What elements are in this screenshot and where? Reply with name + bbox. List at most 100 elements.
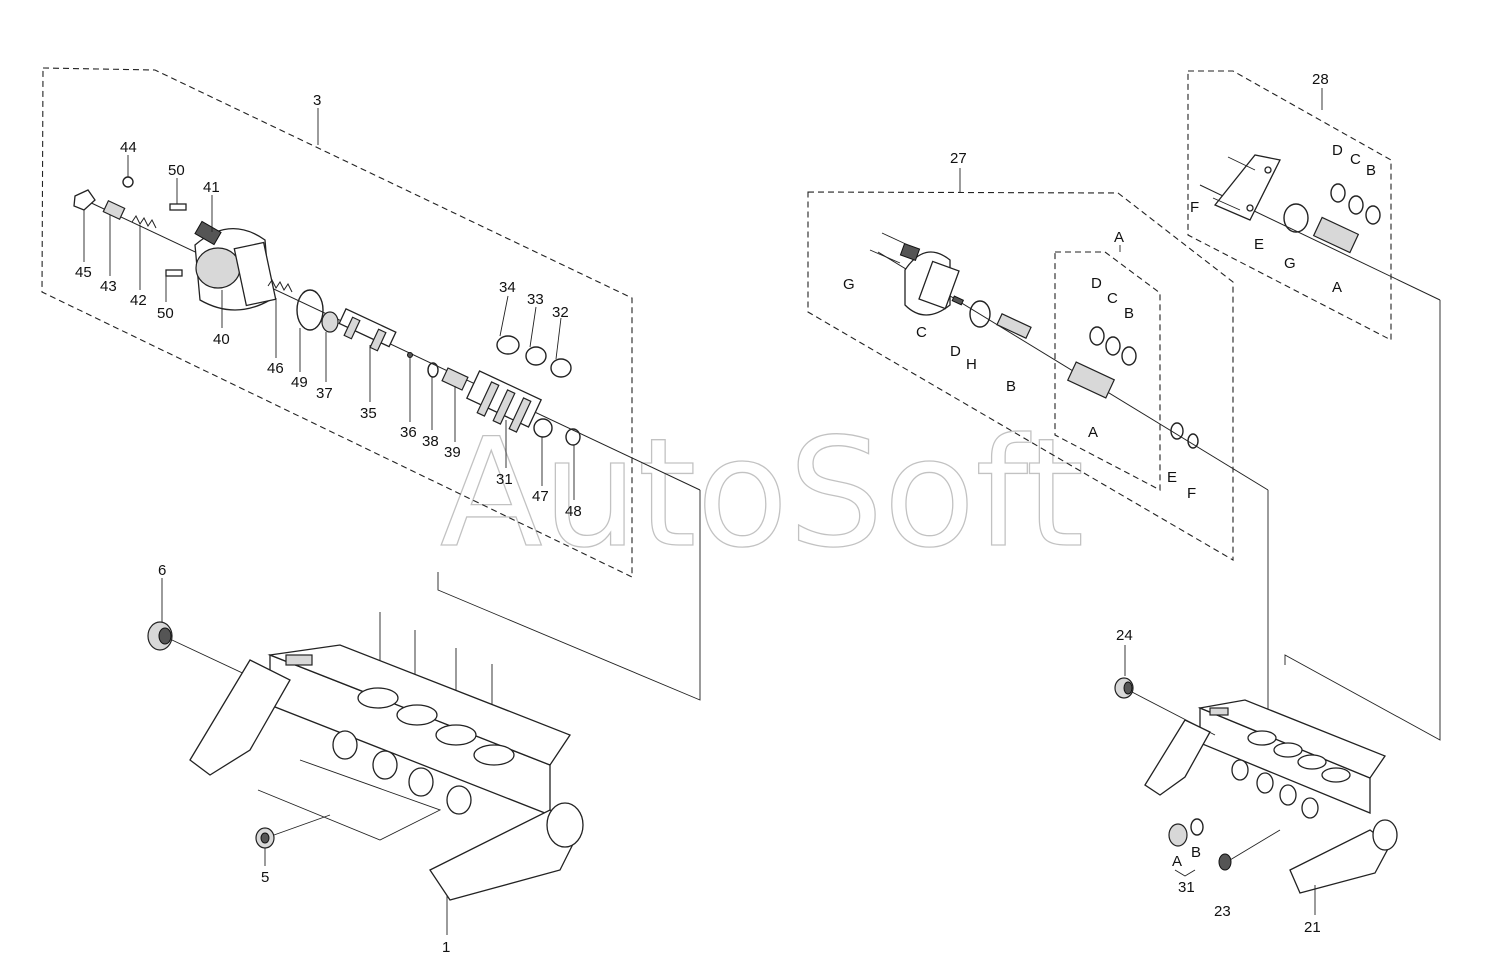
- bolt-50-top: [169, 203, 187, 211]
- ring-E-27: [1170, 422, 1184, 440]
- label-F-28: F: [1190, 199, 1199, 216]
- cartridge-A-28: [1312, 216, 1360, 254]
- plug-24: [1114, 677, 1134, 699]
- label-34: 34: [499, 279, 516, 296]
- label-44: 44: [120, 139, 137, 156]
- label-46: 46: [267, 360, 284, 377]
- ring-47: [533, 418, 553, 438]
- plunger-B-27: [996, 313, 1032, 339]
- o-ring-G-28: [1283, 203, 1309, 233]
- label-31: 31: [496, 471, 513, 488]
- plug-23: [1218, 853, 1232, 871]
- washer-37: [321, 311, 339, 333]
- label-F-27: F: [1187, 485, 1196, 502]
- fitting-43: [102, 199, 126, 221]
- label-28: 28: [1312, 71, 1329, 88]
- o-ring-H-27: [969, 300, 991, 328]
- pin-36: [407, 352, 413, 358]
- ring-F-27: [1187, 433, 1199, 449]
- label-3: 3: [313, 92, 321, 109]
- spring-46: [267, 279, 293, 293]
- label-C-27: C: [916, 324, 927, 341]
- label-32: 32: [552, 304, 569, 321]
- group-28-dashed-outline: [1187, 70, 1392, 341]
- label-A-28: A: [1332, 279, 1342, 296]
- plug-5: [255, 827, 275, 849]
- cap-nut-45: [73, 189, 96, 211]
- o-ring-32: [550, 358, 572, 378]
- ring-44: [122, 176, 134, 188]
- bolt-50-bottom: [165, 269, 183, 277]
- label-B-bot: B: [1191, 844, 1201, 861]
- leader-side-ports: [257, 759, 442, 841]
- label-38: 38: [422, 433, 439, 450]
- spool-35: [338, 308, 397, 352]
- label-31-right: 31: [1178, 879, 1195, 896]
- label-D-a: D: [1091, 275, 1102, 292]
- label-G-27: G: [843, 276, 855, 293]
- label-45: 45: [75, 264, 92, 281]
- spring-D-27: [951, 295, 965, 306]
- label-G-28: G: [1284, 255, 1296, 272]
- label-B-a: B: [1124, 305, 1134, 322]
- label-E-28: E: [1254, 236, 1264, 253]
- ring-B-31: [1190, 818, 1204, 836]
- leader-plug-23: [1229, 829, 1281, 861]
- bracket-31: [1174, 869, 1196, 877]
- label-43: 43: [100, 278, 117, 295]
- o-ring-C-28: [1348, 195, 1364, 215]
- cartridge-A-27: [1066, 361, 1116, 399]
- cover-plate-E-28: [1213, 154, 1281, 221]
- label-C-28: C: [1350, 151, 1361, 168]
- ring-38: [427, 362, 439, 378]
- leader-33: [529, 306, 537, 348]
- label-36: 36: [400, 424, 417, 441]
- housing-1: [189, 644, 584, 901]
- label-23: 23: [1214, 903, 1231, 920]
- o-ring-B-A: [1121, 346, 1137, 366]
- spring-42: [131, 215, 157, 229]
- o-ring-33: [525, 346, 547, 366]
- plug-6: [147, 621, 173, 651]
- label-24: 24: [1116, 627, 1133, 644]
- label-35: 35: [360, 405, 377, 422]
- label-B-27: B: [1006, 378, 1016, 395]
- plug-A-31: [1168, 823, 1188, 847]
- label-21: 21: [1304, 919, 1321, 936]
- label-C-a: C: [1107, 290, 1118, 307]
- leader-plug-5: [273, 814, 331, 836]
- label-39: 39: [444, 444, 461, 461]
- o-ring-C-A: [1105, 336, 1121, 356]
- o-ring-D-A: [1089, 326, 1105, 346]
- leader-body-to-group: [437, 490, 701, 701]
- solenoid-40: [194, 220, 277, 311]
- label-D-27: D: [950, 343, 961, 360]
- valve-body-31: [465, 370, 543, 433]
- label-A-top: A: [1114, 229, 1124, 246]
- label-48: 48: [565, 503, 582, 520]
- left-assembly: 3 44 50 41 45 43 42 50 40 46 49 37 35 36…: [41, 67, 701, 956]
- label-1: 1: [442, 939, 450, 956]
- right-assembly: 27 28 A G C D H B D C B A E F D C B F E …: [807, 70, 1441, 936]
- group-A-dashed-outline: [1054, 251, 1161, 491]
- o-ring-B-28: [1365, 205, 1381, 225]
- label-B-28: B: [1366, 162, 1376, 179]
- label-40: 40: [213, 331, 230, 348]
- label-49: 49: [291, 374, 308, 391]
- label-H-27: H: [966, 356, 977, 373]
- label-D-28: D: [1332, 142, 1343, 159]
- label-5: 5: [261, 869, 269, 886]
- o-ring-49: [296, 289, 324, 331]
- solenoid-C-27: [899, 242, 960, 316]
- bolt-F-28a: [1227, 156, 1256, 171]
- label-41: 41: [203, 179, 220, 196]
- leader-28-to-body: [1284, 300, 1441, 741]
- label-A-mid: A: [1088, 424, 1098, 441]
- label-50a: 50: [168, 162, 185, 179]
- bolt-G-27b: [869, 249, 901, 264]
- label-A-bot: A: [1172, 853, 1182, 870]
- group-3-dashed-outline: [41, 67, 633, 578]
- label-50b: 50: [157, 305, 174, 322]
- left-assembly-axis: [84, 199, 701, 491]
